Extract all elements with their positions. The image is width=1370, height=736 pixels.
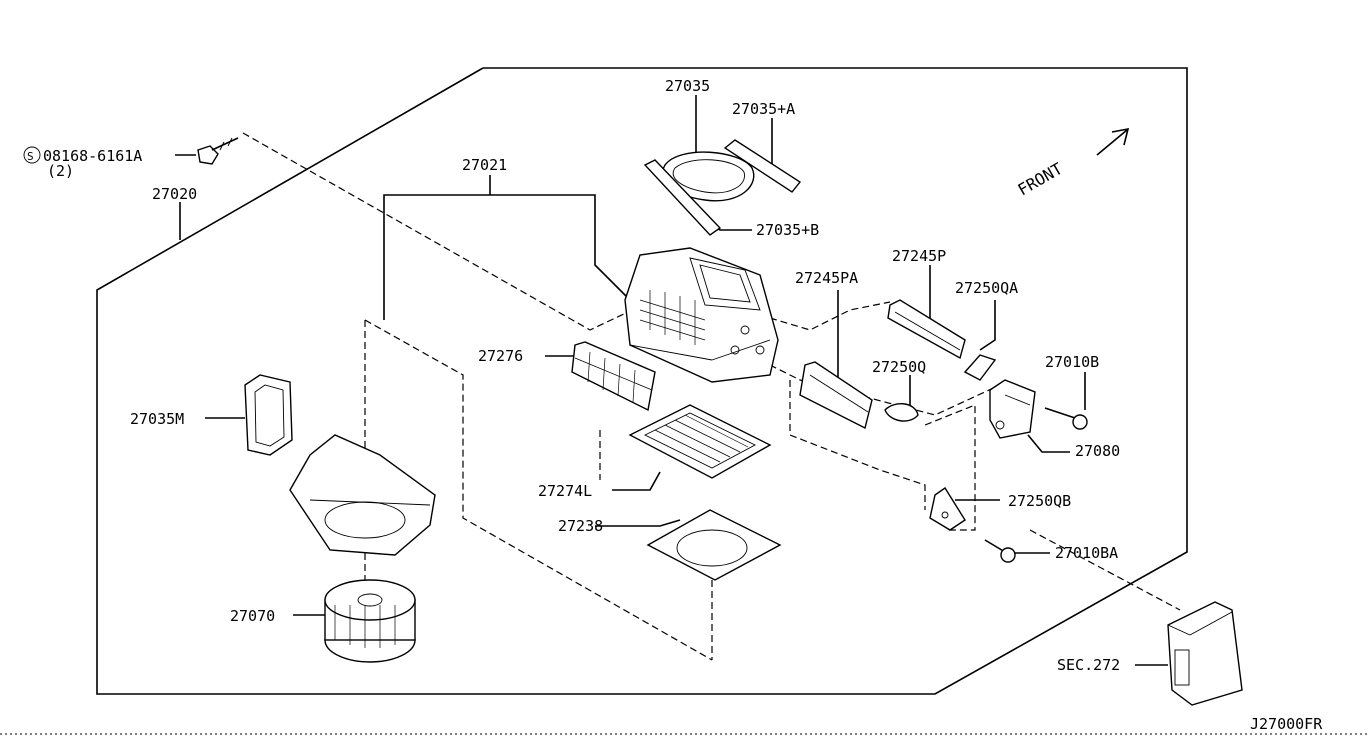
label-27274l: 27274L: [538, 482, 592, 500]
filter-27274l-part: [628, 404, 772, 479]
label-08168-6161a: 08168-6161A: [43, 147, 142, 165]
label-bolt-qty: (2): [47, 162, 74, 180]
label-sec272: SEC.272: [1057, 656, 1120, 674]
screw-27010ba-part: [984, 539, 1016, 563]
front-arrow-icon: [1096, 127, 1130, 156]
link-27250qb-part: [929, 487, 966, 531]
label-ref-code: J27000FR: [1250, 715, 1323, 733]
screw-27010b-part: [1044, 407, 1088, 430]
seal-27035m-part: [244, 374, 293, 456]
label-27035b: 27035+B: [756, 221, 819, 239]
door-27245p-part: [887, 299, 966, 360]
actuator-27080-part: [989, 379, 1036, 439]
blower-motor-27070-part: [324, 579, 416, 663]
label-front: FRONT: [1015, 159, 1067, 200]
label-bolt-s: S: [27, 150, 34, 163]
label-27010b: 27010B: [1045, 353, 1099, 371]
label-27020: 27020: [152, 185, 197, 203]
seal-27035b-part: [643, 159, 722, 236]
bolt-s-circle: [23, 146, 41, 164]
label-27035m: 27035M: [130, 410, 184, 428]
label-27250qa: 27250QA: [955, 279, 1018, 297]
filter-frame-27276-part: [571, 341, 656, 412]
lever-27250q-part: [884, 403, 919, 422]
label-27080: 27080: [1075, 442, 1120, 460]
label-27245pa: 27245PA: [795, 269, 858, 287]
label-27035a: 27035+A: [732, 100, 795, 118]
assembly-outline: [96, 67, 1188, 695]
label-27021: 27021: [462, 156, 507, 174]
label-27245p: 27245P: [892, 247, 946, 265]
bracket-27238-part: [646, 509, 782, 581]
label-27010ba: 27010BA: [1055, 544, 1118, 562]
heater-unit-27021-part: [624, 247, 779, 383]
label-27238: 27238: [558, 517, 603, 535]
seal-27035a-part: [723, 139, 802, 193]
label-27250q: 27250Q: [872, 358, 926, 376]
label-27035: 27035: [665, 77, 710, 95]
label-27250qb: 27250QB: [1008, 492, 1071, 510]
link-27250qa-part: [963, 354, 997, 381]
control-unit-sec272-part: [1167, 601, 1243, 706]
leader-lines: [175, 95, 1168, 666]
bolt-08168-part: [197, 137, 239, 165]
label-27070: 27070: [230, 607, 275, 625]
label-27276: 27276: [478, 347, 523, 365]
door-27245pa-part: [799, 361, 873, 430]
blower-case-part: [289, 434, 436, 556]
